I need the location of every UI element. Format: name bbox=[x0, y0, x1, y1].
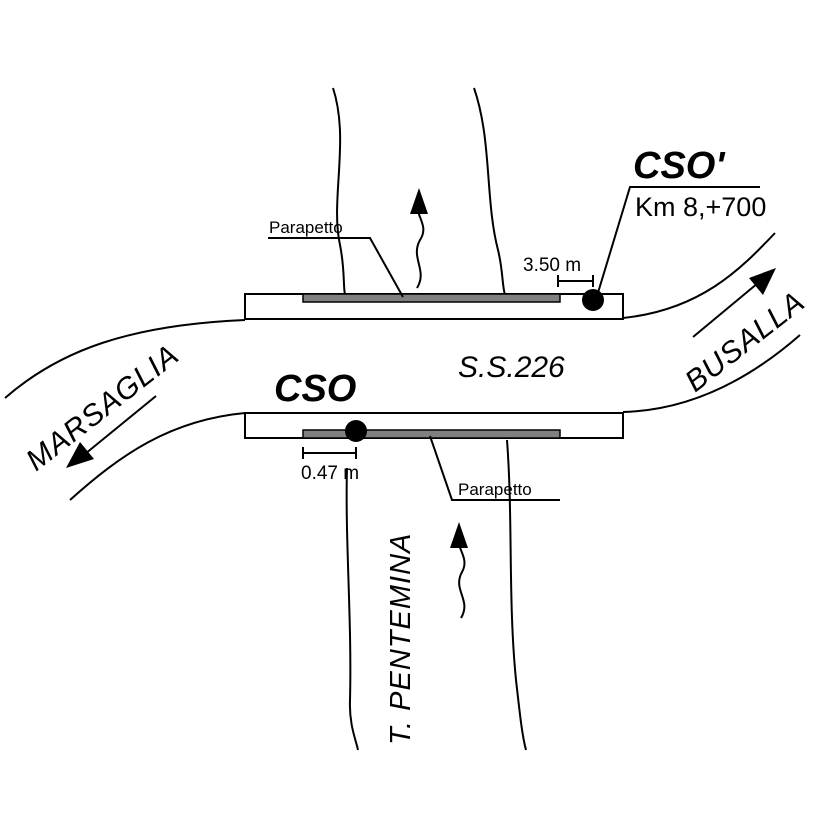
road-name-label: S.S.226 bbox=[458, 351, 565, 384]
parapet-downstream bbox=[302, 429, 561, 439]
road-edge-lower-left bbox=[69, 412, 246, 501]
leader-lines bbox=[268, 186, 760, 501]
river-banks bbox=[332, 87, 527, 751]
road-edges bbox=[4, 232, 801, 501]
dimension-top bbox=[557, 275, 594, 287]
distance-label-top: 3.50 m bbox=[523, 255, 581, 276]
river-bank-upper-right bbox=[473, 87, 506, 296]
parapet-upstream bbox=[302, 293, 561, 303]
leader-cso-prime bbox=[596, 186, 760, 297]
river-bank-upper-left bbox=[332, 87, 346, 296]
river-bank-lower-right bbox=[506, 439, 527, 751]
leader-parapet-bottom bbox=[429, 435, 560, 501]
km-marker-label: Km 8,+700 bbox=[635, 192, 766, 222]
road-edge-upper-right bbox=[622, 232, 776, 319]
direction-arrow-marsaglia bbox=[66, 395, 157, 468]
cso-point bbox=[345, 420, 367, 442]
dimension-bottom bbox=[302, 447, 357, 459]
cso-prime-point bbox=[582, 289, 604, 311]
river-flow-arrow-lower bbox=[450, 522, 468, 619]
river-flow-arrow-upper bbox=[410, 188, 428, 289]
parapet-label-bottom: Parapetto bbox=[458, 480, 532, 499]
road-edge-lower-right bbox=[622, 334, 801, 413]
cso-label: CSO bbox=[274, 368, 356, 410]
bridge bbox=[244, 293, 624, 439]
cso-prime-label: CSO' bbox=[633, 145, 726, 187]
marsaglia-label: MARSAGLIA bbox=[20, 338, 185, 477]
direction-arrow-busalla bbox=[692, 268, 776, 338]
river-name-label: T. PENTEMINA bbox=[385, 533, 417, 745]
leader-parapet-top bbox=[268, 237, 404, 298]
parapet-label-top: Parapetto bbox=[269, 218, 343, 237]
river-bank-lower-left bbox=[345, 467, 359, 751]
road-edge-upper-left bbox=[4, 319, 246, 399]
distance-label-bottom: 0.47 m bbox=[301, 463, 359, 484]
